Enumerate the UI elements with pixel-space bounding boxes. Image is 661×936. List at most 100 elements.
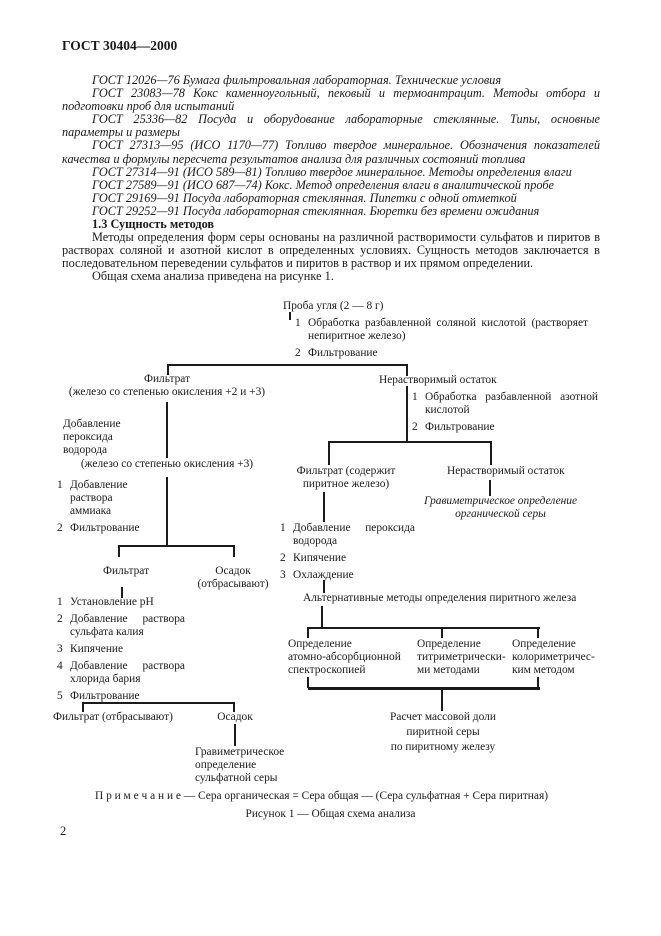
connector-line — [233, 545, 235, 557]
step-number: 1 — [57, 479, 63, 491]
connector-line — [167, 364, 169, 375]
connector-line — [166, 477, 168, 545]
step-text: Кипячение — [70, 643, 124, 655]
note-text: П р и м е ч а н и е — Сера органическая … — [95, 790, 548, 802]
connector-line — [308, 687, 540, 690]
step-text: Фильтрование — [308, 347, 378, 359]
node-alternative-methods-title: Альтернативные методы определения пиритн… — [303, 592, 577, 604]
step-number: 3 — [57, 643, 63, 655]
connector-line — [323, 492, 325, 522]
node-method-titrimetric: Определение титриметрически- ми методами — [417, 638, 506, 676]
step-item: 2 Кипячение — [280, 552, 415, 565]
connector-line — [406, 364, 408, 376]
connector-line — [406, 386, 408, 441]
reference-item: ГОСТ 23083—78 Кокс каменноугольный, пеко… — [62, 86, 600, 114]
reference-item: ГОСТ 12026—76 Бумага фильтровальная лабо… — [92, 73, 502, 87]
connector-line — [121, 587, 123, 598]
step-item: 1 Добавление пероксида водорода — [280, 522, 415, 548]
connector-line — [118, 545, 120, 557]
step-number: 1 — [295, 317, 301, 329]
node-method-colorimetric: Определение колориметричес- ким методом — [512, 638, 595, 676]
step-number: 4 — [57, 660, 63, 672]
step-text: Установление pH — [70, 596, 154, 608]
node-insoluble-residue-1: Нерастворимый остаток — [379, 374, 497, 386]
connector-line — [328, 441, 330, 465]
reference-item: ГОСТ 27314—91 (ИСО 589—81) Топливо тверд… — [92, 164, 572, 179]
section-paragraph: Методы определения форм серы основаны на… — [62, 230, 600, 271]
step-text: Обработка разбавленной соляной кислотой … — [308, 317, 588, 342]
connector-line — [328, 441, 492, 443]
step-text: Добавление раствора аммиака — [70, 479, 128, 517]
connector-line — [82, 702, 235, 704]
node-filtrate-discard: Фильтрат (отбрасывают) — [53, 711, 173, 723]
step-number: 2 — [57, 522, 63, 534]
node-method-atomic-absorption: Определение атомно-абсорбционной спектро… — [288, 638, 401, 676]
connector-line — [233, 702, 235, 712]
step-item: 4 Добавление раствора хлорида бария — [57, 660, 185, 686]
step-text: Кипячение — [293, 552, 347, 564]
step-text: Фильтрование — [70, 690, 140, 702]
reference-item: ГОСТ 25336—82 Посуда и оборудование лабо… — [62, 112, 600, 140]
connector-line — [441, 627, 443, 638]
connector-line — [166, 402, 168, 458]
left-steps-1: 1 Добавление раствора аммиака 2 Фильтрован… — [57, 479, 140, 539]
step-text: Добавление раствора сульфата калия — [70, 613, 185, 638]
section-paragraph: Общая схема анализа приведена на рисунке… — [92, 269, 334, 284]
step-item: 3 Охлаждение — [280, 569, 415, 582]
step-text: Добавление раствора хлорида бария — [70, 660, 185, 685]
reference-item: ГОСТ 29169—91 Посуда лабораторная стекля… — [92, 190, 517, 205]
step-item: 2 Фильтрование — [295, 347, 588, 360]
step-item: 2 Фильтрование — [57, 522, 140, 535]
connector-line — [118, 545, 235, 547]
step-number: 3 — [280, 569, 286, 581]
step-text: Фильтрование — [425, 421, 495, 433]
node-filtrate-1: Фильтрат (железо со степенью окисления +… — [68, 373, 266, 398]
connector-line — [289, 312, 291, 320]
node-gravimetric-sulfate: Гравиметрическое определение сульфатной … — [195, 746, 285, 784]
step-number: 2 — [412, 421, 418, 433]
connector-line — [321, 606, 323, 628]
step-text: Фильтрование — [70, 522, 140, 534]
step-item: 1 Добавление раствора аммиака — [57, 479, 134, 518]
step-text: Обработка разбавленной азотной кислотой — [425, 391, 598, 416]
connector-line — [537, 627, 539, 638]
connector-line — [308, 627, 540, 629]
figure-caption: Рисунок 1 — Общая схема анализа — [245, 808, 416, 820]
step-item: 3 Кипячение — [57, 643, 185, 656]
annotation-peroxide: Добавление пероксида водорода — [63, 418, 121, 456]
step-number: 2 — [295, 347, 301, 359]
connector-line — [537, 677, 539, 688]
step-text: Охлаждение — [293, 569, 354, 581]
text-block: ГОСТ 30404—2000 ГОСТ 12026—76 Бумага фил… — [62, 38, 600, 284]
node-coal-sample: Проба угля (2 — 8 г) — [283, 300, 384, 312]
reference-item: ГОСТ 27313—95 (ИСО 1170—77) Топливо твер… — [62, 138, 600, 166]
connector-line — [489, 480, 491, 496]
step-number: 2 — [280, 552, 286, 564]
connector-line — [441, 689, 443, 711]
connector-line — [307, 627, 309, 638]
reference-item: ГОСТ 29252—91 Посуда лабораторная стекля… — [92, 203, 540, 218]
connector-line — [307, 677, 309, 688]
section-heading: 1.3 Сущность методов — [92, 217, 215, 232]
connector-line — [82, 702, 84, 712]
node-gravimetric-organic: Гравиметрическое определение органическо… — [423, 495, 578, 520]
node-pyrite-sulfur-calculation: Расчет массовой доли пиритной серы по пи… — [390, 711, 496, 753]
connector-line — [323, 580, 325, 593]
left-steps-2: 1 Установление pH 2 Добавление раствора су… — [57, 596, 185, 707]
step-number: 1 — [412, 391, 418, 403]
reference-item: ГОСТ 27589—91 (ИСО 687—74) Кокс. Метод о… — [92, 177, 554, 192]
step-item: 1 Установление pH — [57, 596, 185, 609]
pyrite-steps: 1 Добавление пероксида водорода 2 Кипячени… — [280, 522, 415, 586]
step-item: 1 Обработка разбавленной соляной кислотой… — [295, 317, 588, 343]
step-number: 2 — [57, 613, 63, 625]
node-filtrate-pyrite: Фильтрат (содержит пиритное железо) — [296, 465, 396, 490]
step-number: 5 — [57, 690, 63, 702]
step-number: 1 — [57, 596, 63, 608]
page-number: 2 — [60, 824, 67, 838]
annotation-iron3: (железо со степенью окисления +3) — [80, 458, 254, 470]
connector-line — [168, 364, 408, 366]
step-text: Добавление пероксида водорода — [293, 522, 415, 547]
root-steps: 1 Обработка разбавленной соляной кислотой… — [295, 317, 588, 364]
step-number: 1 — [280, 522, 286, 534]
